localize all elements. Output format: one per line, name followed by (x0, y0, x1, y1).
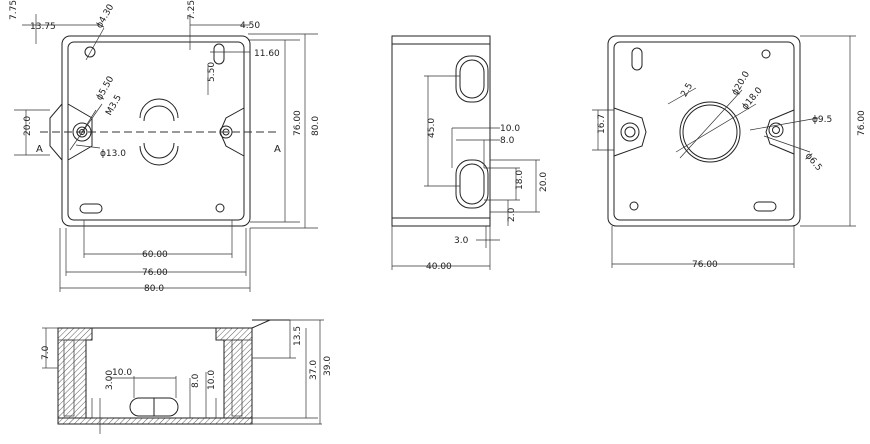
dim-label: 20.0 (539, 172, 549, 192)
back-view: ɸ20.0 ɸ18.0 2.5 16.7 ɸ9.5 ɸ6.5 76.00 76.… (592, 35, 867, 270)
dim-label: 80.0 (144, 284, 164, 294)
dim-label: 3.00 (105, 370, 115, 390)
dim-label: 10.0 (207, 370, 217, 390)
dim-label: M3.5 (104, 93, 124, 117)
dim-label: 10.0 (112, 368, 132, 378)
section-mark: A (274, 144, 281, 155)
dim-label: 60.00 (142, 250, 168, 260)
dim-label: 76.00 (142, 268, 168, 278)
dim-label: 8.0 (191, 373, 201, 388)
dim-label: 76.00 (857, 110, 867, 136)
dim-label: 80.0 (311, 116, 321, 136)
dim-label: 13.75 (30, 22, 56, 32)
dim-label: 13.5 (293, 326, 303, 346)
side-view: 45.0 10.0 8.0 18.0 20.0 2.0 3.0 40.00 (391, 35, 549, 272)
section-view: 7.0 10.0 3.00 8.0 10.0 13.5 37.0 39.0 (41, 319, 333, 434)
dim-label: 10.0 (500, 124, 520, 134)
top-view: 7.75 13.75 ɸ4.30 7.25 4.50 11.60 5.50 ɸ5… (9, 0, 321, 294)
dim-label: 18.0 (515, 170, 525, 190)
dim-label: ɸ9.5 (812, 115, 832, 125)
dim-label: 7.25 (187, 0, 197, 20)
dim-label: ɸ18.0 (740, 85, 765, 112)
dim-label: 8.0 (500, 136, 515, 146)
dim-label: 4.50 (240, 21, 260, 31)
dim-label: 76.00 (692, 260, 718, 270)
dim-label: 3.0 (454, 236, 469, 246)
dim-label: ɸ13.0 (100, 149, 126, 159)
dim-label: 5.50 (207, 62, 217, 82)
dim-label: 7.0 (41, 345, 51, 360)
dim-label: 16.7 (597, 114, 607, 134)
dim-label: ɸ20.0 (730, 69, 752, 97)
section-mark: A (36, 144, 43, 155)
dim-label: 39.0 (323, 356, 333, 376)
dim-label: ɸ6.5 (803, 151, 824, 173)
dim-label: 37.0 (309, 360, 319, 380)
dim-label: 76.00 (293, 110, 303, 136)
dim-label: 20.0 (23, 116, 33, 136)
dim-label: 2.0 (507, 207, 517, 222)
dim-label: 11.60 (254, 49, 280, 59)
dim-label: 2.5 (679, 82, 695, 99)
dim-label: 7.75 (9, 0, 19, 20)
dim-label: 40.00 (426, 262, 452, 272)
dim-label: ɸ4.30 (95, 2, 117, 30)
dim-label: 45.0 (427, 118, 437, 138)
